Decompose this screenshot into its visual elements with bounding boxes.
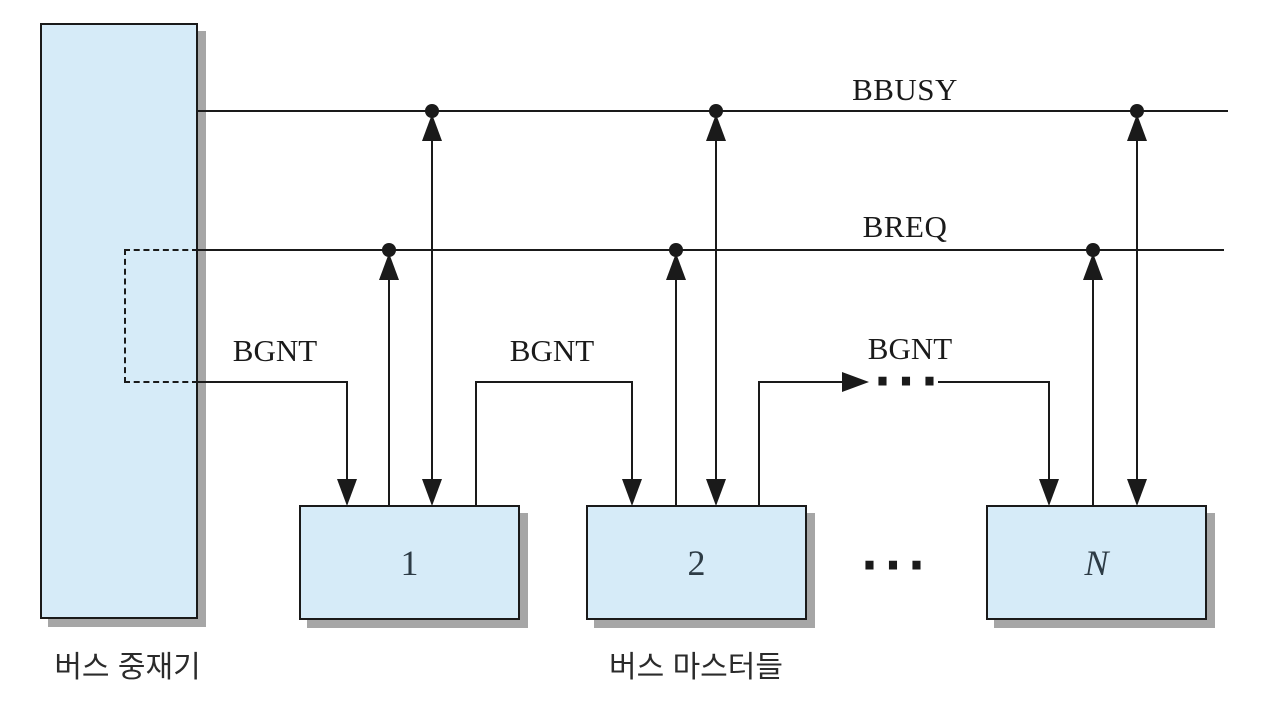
bgnt-label-1: BGNT [232,333,318,368]
bus-master-box-n: N [986,505,1207,620]
breq-bus-line [198,249,1224,251]
bbusy-arrow-up-icon-n [1127,114,1147,141]
bbusy-arrow-down-icon-n [1127,479,1147,506]
breq-riser-1 [388,251,390,505]
bgnt-chain-ellipsis: ··· [873,354,945,408]
bgnt-arrow-down-icon-1 [337,479,357,506]
bbusy-riser-n [1136,112,1138,480]
bus-masters-caption: 버스 마스터들 [609,651,783,684]
bus-master-box-2: 2 [586,505,807,620]
bbusy-arrow-down-icon-1 [422,479,442,506]
breq-riser-n [1092,251,1094,505]
breq-arrow-up-icon-1 [379,253,399,280]
bbusy-arrow-down-icon-2 [706,479,726,506]
bbusy-arrow-up-icon-2 [706,114,726,141]
bbusy-arrow-up-icon-1 [422,114,442,141]
breq-signal-label: BREQ [862,209,948,244]
bus-master-id-n: N [1084,542,1109,583]
bgnt-chain-hline-dots-n [938,381,1050,383]
bbusy-riser-1 [431,112,433,480]
bgnt-out-riser-2 [758,381,760,505]
bus-arbiter-box [40,23,198,619]
arbiter-dashed-tap-box [124,249,198,383]
bgnt-arrow-right-icon [842,372,869,392]
bus-arbiter-label: 버스 중재기 [54,651,201,684]
bgnt-label-3: BGNT [867,331,953,366]
bus-master-box-1: 1 [299,505,520,620]
masters-row-ellipsis: ··· [860,538,932,592]
breq-riser-2 [675,251,677,505]
bgnt-arrow-down-icon-n [1039,479,1059,506]
bgnt-arbiter-vline [346,381,348,480]
breq-arrow-up-icon-n [1083,253,1103,280]
bgnt-out-riser-1 [475,381,477,505]
breq-arrow-up-icon-2 [666,253,686,280]
bus-master-id-1: 1 [400,542,419,583]
bbusy-signal-label: BBUSY [852,72,958,107]
bgnt-arbiter-hline [198,381,348,383]
bus-master-id-2: 2 [687,542,706,583]
bgnt-chain-hline-2-dots [758,381,844,383]
bgnt-label-2: BGNT [509,333,595,368]
bgnt-chain-hline-1-2 [475,381,633,383]
bgnt-arrow-down-icon-2 [622,479,642,506]
bgnt-chain-vline-1-2 [631,381,633,480]
bbusy-riser-2 [715,112,717,480]
bgnt-chain-vline-n [1048,381,1050,480]
